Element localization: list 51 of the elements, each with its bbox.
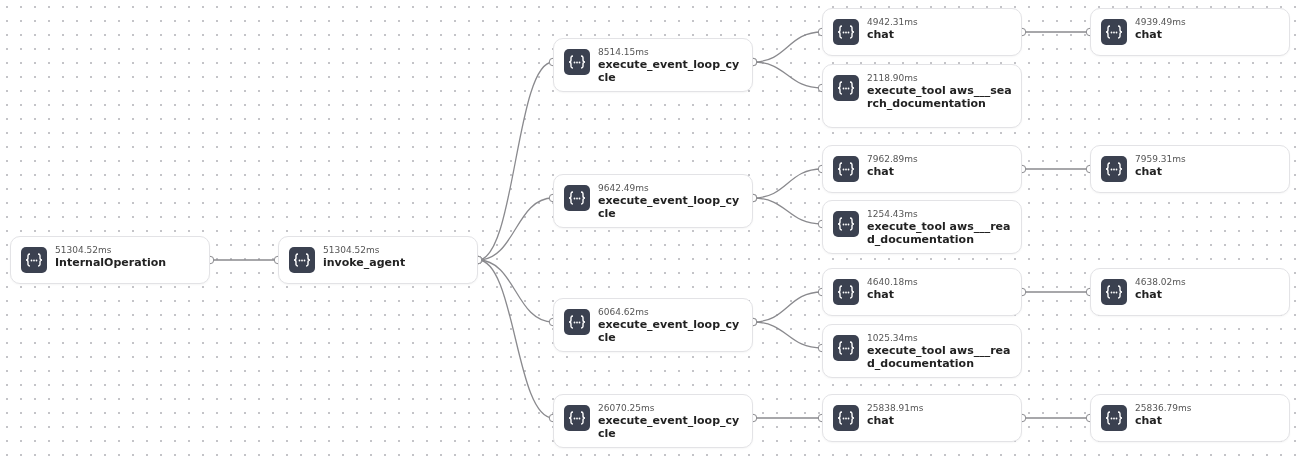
span-name: execute_event_loop_cycle bbox=[598, 414, 741, 440]
span-card bbox=[1090, 268, 1290, 316]
span-card bbox=[10, 236, 210, 284]
span-name: chat bbox=[1135, 288, 1164, 301]
duration-text: 1025.34ms bbox=[867, 332, 919, 344]
span-card bbox=[553, 174, 753, 228]
span-name: execute_event_loop_cycle bbox=[598, 318, 741, 344]
duration-text: 51304.52ms bbox=[55, 244, 113, 256]
span-card bbox=[822, 268, 1022, 316]
span-name: invoke_agent bbox=[323, 256, 406, 269]
span-name: execute_tool aws___search_documentation bbox=[867, 84, 1013, 110]
span-card bbox=[822, 324, 1022, 378]
duration-text: 8514.15ms bbox=[598, 46, 650, 58]
duration-text: 1254.43ms bbox=[867, 208, 919, 220]
span-card bbox=[553, 394, 753, 448]
duration-text: 6064.62ms bbox=[598, 306, 650, 318]
span-name: chat bbox=[1135, 28, 1164, 41]
span-card bbox=[822, 394, 1022, 442]
duration-text: 7959.31ms bbox=[1135, 153, 1186, 165]
span-name: execute_event_loop_cycle bbox=[598, 58, 741, 84]
span-card bbox=[278, 236, 478, 284]
span-name: chat bbox=[867, 28, 896, 41]
span-name: chat bbox=[867, 288, 896, 301]
duration-text: 25836.79ms bbox=[1135, 402, 1192, 414]
span-card bbox=[1090, 145, 1290, 193]
span-name: InternalOperation bbox=[55, 256, 167, 269]
span-name: execute_event_loop_cycle bbox=[598, 194, 741, 220]
duration-text: 4939.49ms bbox=[1135, 16, 1186, 28]
span-card bbox=[1090, 394, 1290, 442]
span-name: chat bbox=[867, 414, 896, 427]
span-card bbox=[822, 145, 1022, 193]
span-card bbox=[553, 38, 753, 92]
duration-text: 9642.49ms bbox=[598, 182, 650, 194]
span-card bbox=[822, 64, 1022, 128]
duration-text: 7962.89ms bbox=[867, 153, 918, 165]
span-card bbox=[1090, 8, 1290, 56]
duration-text: 4640.18ms bbox=[867, 276, 918, 288]
span-name: execute_tool aws___read_documentation bbox=[867, 220, 1012, 246]
duration-text: 25838.91ms bbox=[867, 402, 924, 414]
span-name: chat bbox=[1135, 165, 1164, 178]
span-card bbox=[822, 8, 1022, 56]
span-card bbox=[822, 200, 1022, 254]
duration-text: 4638.02ms bbox=[1135, 276, 1186, 288]
span-card bbox=[553, 298, 753, 352]
duration-text: 51304.52ms bbox=[323, 244, 381, 256]
span-name: chat bbox=[1135, 414, 1164, 427]
span-name: chat bbox=[867, 165, 896, 178]
duration-text: 2118.90ms bbox=[867, 72, 919, 84]
span-name: execute_tool aws___read_documentation bbox=[867, 344, 1012, 370]
duration-text: 26070.25ms bbox=[598, 402, 656, 414]
duration-text: 4942.31ms bbox=[867, 16, 918, 28]
